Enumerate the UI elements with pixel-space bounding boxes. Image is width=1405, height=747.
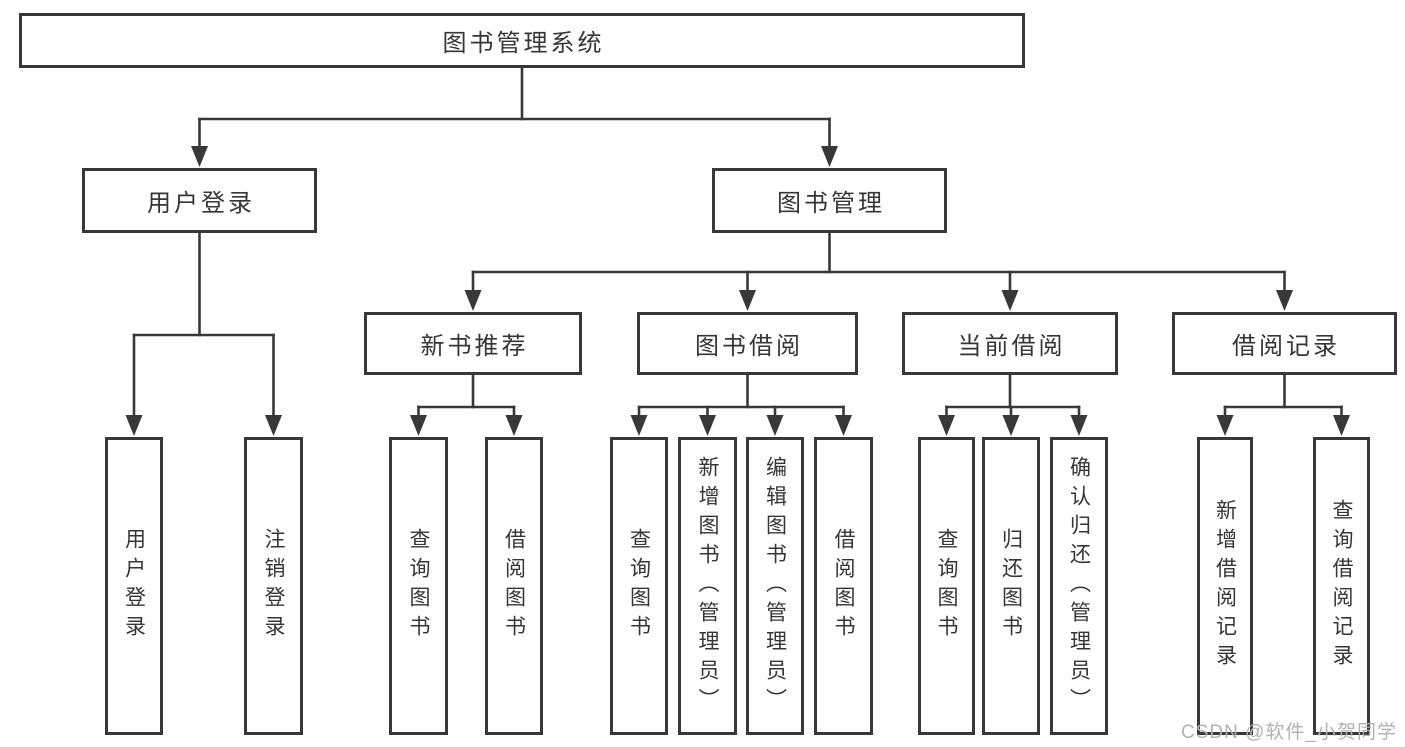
node-new-book-recommend: 新书推荐: [364, 312, 582, 375]
leaf-user-login: 用户登录: [105, 437, 163, 735]
leaf-query-borrow-record: 查询借阅记录: [1313, 437, 1370, 735]
leaf-borrow-books: 借阅图书: [814, 437, 873, 735]
node-book-management: 图书管理: [712, 168, 947, 233]
leaf-borrow-query-books: 查询图书: [610, 437, 668, 735]
node-borrow-records-label: 借阅记录: [1232, 333, 1340, 360]
node-user-login-label: 用户登录: [147, 190, 255, 217]
node-root: 图书管理系统: [19, 13, 1025, 68]
node-current-borrowing-label: 当前借阅: [957, 333, 1066, 360]
node-user-login: 用户登录: [82, 168, 317, 233]
node-borrow-records: 借阅记录: [1172, 312, 1397, 375]
leaf-recommend-query-books: 查询图书: [389, 437, 448, 735]
leaf-logout: 注销登录: [244, 437, 303, 735]
leaf-confirm-return-admin: 确认归还（管理员）: [1050, 437, 1108, 735]
leaf-recommend-borrow-books: 借阅图书: [485, 437, 543, 735]
node-book-borrowing-label: 图书借阅: [695, 333, 803, 360]
leaf-edit-books-admin: 编辑图书（管理员）: [746, 437, 804, 735]
node-book-borrowing: 图书借阅: [637, 312, 858, 375]
node-root-label: 图书管理系统: [442, 30, 605, 57]
node-new-book-recommend-label: 新书推荐: [420, 333, 529, 360]
leaf-add-books-admin: 新增图书（管理员）: [678, 437, 737, 735]
leaf-add-borrow-record: 新增借阅记录: [1197, 437, 1253, 735]
leaf-return-books: 归还图书: [982, 437, 1040, 735]
node-current-borrowing: 当前借阅: [902, 312, 1118, 375]
leaf-current-query-books: 查询图书: [918, 437, 975, 735]
node-book-management-label: 图书管理: [777, 190, 885, 217]
